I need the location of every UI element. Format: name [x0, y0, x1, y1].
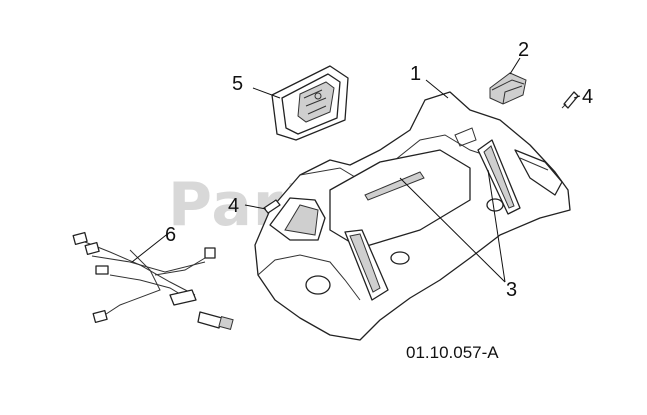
hood-shroud-part [254, 91, 571, 341]
fastener-part-right [561, 91, 579, 109]
fastener-part-left [263, 199, 281, 214]
switch-part [489, 72, 527, 105]
diagram-reference-code: 01.10.057-A [406, 343, 499, 362]
callout-4-label-right: 4 [582, 86, 593, 108]
callout-6-label: 6 [165, 224, 176, 246]
callout-1-label: 1 [410, 63, 421, 85]
wiring-harness-part [72, 231, 234, 330]
callout-4-label-left: 4 [228, 195, 239, 217]
callout-3-label: 3 [506, 279, 517, 301]
console-panel-part [271, 65, 349, 141]
callout-2-label: 2 [518, 39, 529, 61]
leader-lines [131, 57, 581, 283]
callout-5-label: 5 [232, 73, 243, 95]
